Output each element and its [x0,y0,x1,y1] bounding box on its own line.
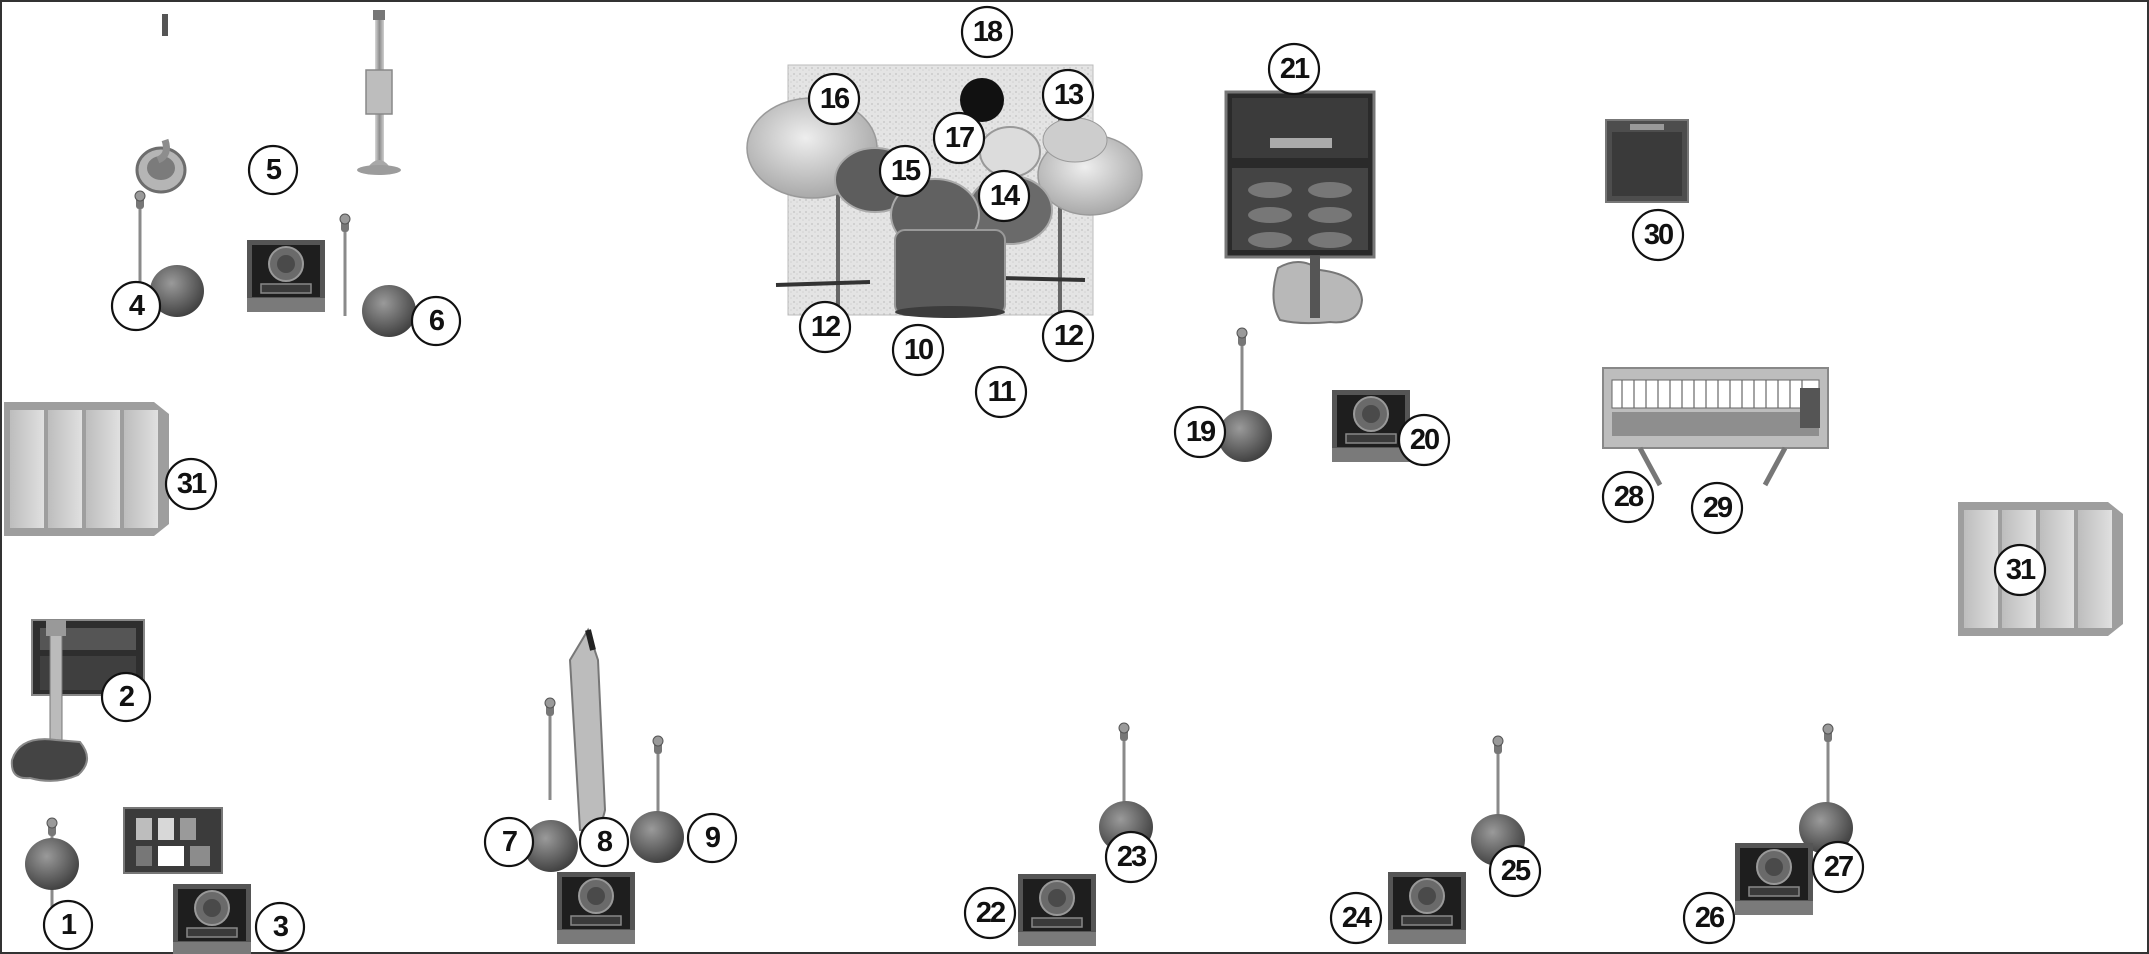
svg-text:21: 21 [1280,53,1310,85]
label-31b: 31 [1993,543,2047,597]
svg-text:4: 4 [129,290,145,322]
label-18: 18 [960,5,1014,59]
label-23: 23 [1104,830,1158,884]
label-22: 22 [963,886,1017,940]
label-4: 4 [110,280,162,332]
label-12a: 12 [798,300,852,354]
mic-stand-base [630,811,684,863]
svg-text:16: 16 [820,83,850,115]
drum-kit-icon [746,64,1143,320]
mic-stand-icon [133,189,147,295]
svg-text:10: 10 [904,334,933,366]
svg-text:25: 25 [1501,855,1531,887]
svg-text:1: 1 [61,909,77,941]
pedalboard-icon [123,807,223,874]
monitor-wedge-icon [1387,871,1467,945]
label-14: 14 [977,169,1031,223]
label-7: 7 [483,816,535,868]
svg-text:13: 13 [1054,79,1084,111]
svg-text:23: 23 [1117,841,1147,873]
svg-text:30: 30 [1644,219,1673,251]
label-11: 11 [974,365,1028,419]
mic-stand-base [1218,410,1272,462]
svg-text:11: 11 [988,376,1017,408]
svg-text:3: 3 [273,911,289,943]
monitor-wedge-icon [172,883,252,954]
bass-guitar-icon [1272,256,1364,325]
label-31a: 31 [164,457,218,511]
label-15: 15 [878,144,932,198]
small-amp-icon [1605,119,1689,203]
svg-text:7: 7 [502,826,517,858]
label-3: 3 [254,901,306,953]
label-6: 6 [410,295,462,347]
svg-text:5: 5 [266,154,282,186]
svg-text:18: 18 [973,16,1003,48]
svg-text:17: 17 [945,122,974,154]
label-17: 17 [932,111,986,165]
monitor-wedge-icon [1331,389,1411,463]
electric-guitar-icon [10,620,88,782]
label-5: 5 [247,144,299,196]
svg-text:20: 20 [1410,424,1439,456]
svg-text:6: 6 [429,305,445,337]
monitor-wedge-icon [246,239,326,313]
speaker-stack-icon [4,402,169,536]
label-19: 19 [1173,405,1227,459]
label-30: 30 [1631,208,1685,262]
label-9: 9 [686,812,738,864]
svg-text:26: 26 [1695,902,1725,934]
mic-stand-base [25,838,79,890]
label-24: 24 [1329,891,1383,945]
mic-stand-icon [543,696,557,802]
label-29: 29 [1690,481,1744,535]
monitor-wedge-icon [556,871,636,945]
label-16: 16 [807,72,861,126]
svg-text:29: 29 [1703,492,1733,524]
label-8: 8 [578,816,630,868]
bass-amp-icon [1224,90,1376,259]
label-1: 1 [42,899,94,951]
monitor-wedge-icon [1017,873,1097,947]
label-26: 26 [1682,891,1736,945]
svg-text:31: 31 [177,468,207,500]
label-20: 20 [1397,413,1451,467]
svg-text:24: 24 [1342,902,1372,934]
saxophone-icon [568,627,607,832]
monitor-wedge-icon [1734,842,1814,916]
svg-text:19: 19 [1186,416,1216,448]
svg-text:27: 27 [1824,851,1853,883]
svg-text:2: 2 [119,681,134,713]
svg-text:14: 14 [990,180,1020,212]
svg-text:12: 12 [1054,320,1083,352]
label-25: 25 [1488,844,1542,898]
mic-stand-base [362,285,416,337]
svg-text:8: 8 [597,826,613,858]
label-12b: 12 [1041,309,1095,363]
svg-text:15: 15 [891,155,921,187]
label-2: 2 [100,671,152,723]
label-10: 10 [891,323,945,377]
svg-text:28: 28 [1614,481,1644,513]
svg-text:9: 9 [705,822,721,854]
label-28: 28 [1601,470,1655,524]
mic-stand-icon [338,212,352,318]
svg-text:22: 22 [976,897,1005,929]
label-27: 27 [1811,840,1865,894]
label-21: 21 [1267,42,1321,96]
svg-text:31: 31 [2006,554,2036,586]
svg-text:12: 12 [811,311,840,343]
saxophone-icon [135,14,187,194]
keyboard-icon [1602,367,1829,487]
label-13: 13 [1041,68,1095,122]
trumpet-icon [357,10,401,175]
